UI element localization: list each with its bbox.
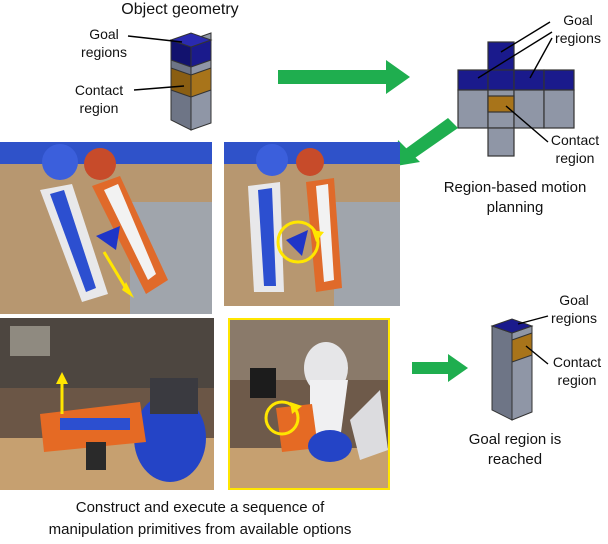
goal-regions-label-2: Goal regions <box>555 12 601 46</box>
leader-line <box>477 31 553 79</box>
planning-caption: Region-based motion planning <box>443 179 587 216</box>
object-geometry-title: Object geometry <box>121 1 239 18</box>
arrow-right-bottom <box>412 354 468 382</box>
bottom-caption-line2: manipulation primitives from available o… <box>48 521 352 538</box>
goal-reached-caption: Goal region is reached <box>468 431 562 468</box>
leader-line <box>133 85 185 91</box>
contact-region-label-1: Contact region <box>74 82 124 116</box>
photo-gripper-rotate <box>224 142 400 306</box>
goal-regions-label-3: Goal regions <box>551 292 597 326</box>
photo-robot-rotate <box>228 318 390 490</box>
object-block-2 <box>490 318 534 421</box>
leader-line <box>505 105 549 143</box>
object-block-1 <box>169 32 213 131</box>
photo-gripper-slide <box>0 142 212 314</box>
arrow-right-top <box>278 60 410 94</box>
goal-regions-label-1: Goal regions <box>81 26 127 60</box>
leader-line <box>500 21 551 53</box>
leader-line <box>517 315 549 325</box>
leader-line <box>127 35 183 43</box>
contact-region-label-2: Contact region <box>550 132 600 166</box>
photo-robot-lift <box>0 318 214 490</box>
arrow-diagonal-down <box>396 118 458 166</box>
leader-line <box>525 345 549 365</box>
contact-region-label-3: Contact region <box>552 354 602 388</box>
leader-line <box>529 37 553 79</box>
bottom-caption-line1: Construct and execute a sequence of <box>75 499 325 516</box>
unfolded-net <box>457 41 575 157</box>
